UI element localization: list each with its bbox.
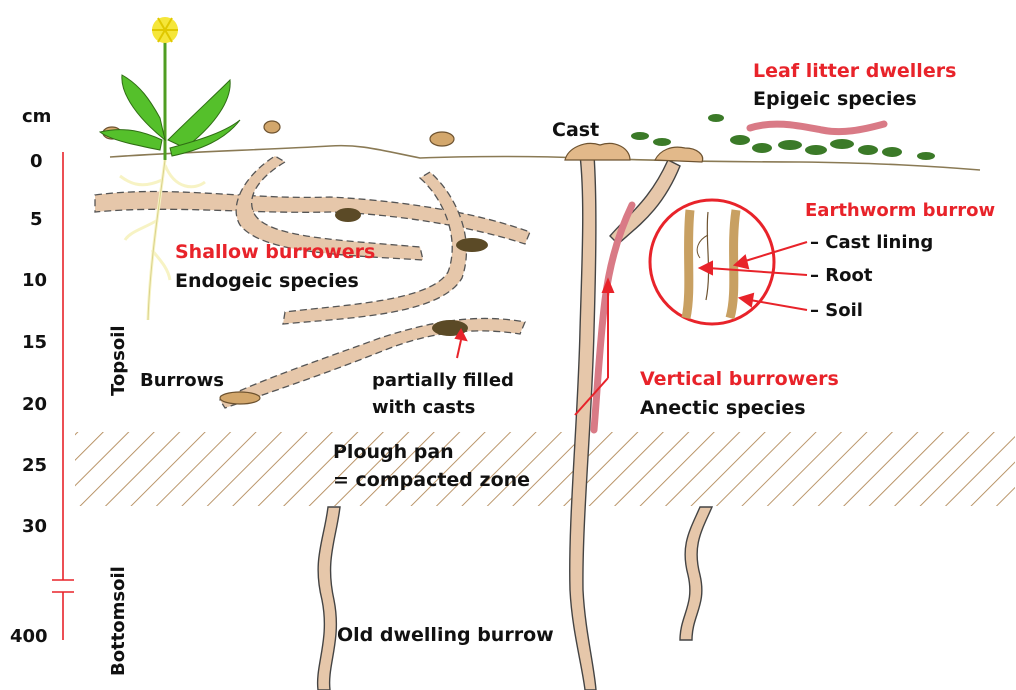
depth-ticks: cm 0 5 10 15 20 25 30 400 xyxy=(10,106,51,647)
partially-filled-label: partially filled xyxy=(372,370,514,391)
tick-label: 30 xyxy=(22,516,47,537)
shallow-subtitle: Endogeic species xyxy=(175,270,359,292)
tick-label: 10 xyxy=(22,270,47,291)
plough-pan-zone xyxy=(75,432,1015,506)
tick-label: 25 xyxy=(22,455,47,476)
epigeic-worm xyxy=(750,124,884,132)
burrows-label: Burrows xyxy=(140,370,224,391)
tick-label: 15 xyxy=(22,332,47,353)
leaf-litter-subtitle: Epigeic species xyxy=(753,88,917,110)
inset-item: – Cast lining xyxy=(810,232,933,253)
ground-surface xyxy=(110,146,980,170)
plough-pan-label: Plough pan xyxy=(333,441,454,463)
tick-label: 5 xyxy=(30,209,43,230)
inset-title: Earthworm burrow xyxy=(805,200,995,221)
plough-pan-label-2: = compacted zone xyxy=(333,469,530,491)
shallow-title: Shallow burrowers xyxy=(175,241,375,263)
vertical-title: Vertical burrowers xyxy=(640,368,839,390)
leaf-litter-title: Leaf litter dwellers xyxy=(753,60,956,82)
inset-item: – Root xyxy=(810,265,873,286)
tick-label: 400 xyxy=(10,626,48,647)
axis-unit: cm xyxy=(22,106,51,127)
topsoil-label: Topsoil xyxy=(108,325,129,396)
bottomsoil-label: Bottomsoil xyxy=(108,566,129,676)
old-burrow-label: Old dwelling burrow xyxy=(337,624,554,646)
tick-label: 0 xyxy=(30,151,43,172)
tick-label: 20 xyxy=(22,394,47,415)
inset-item: – Soil xyxy=(810,300,863,321)
depth-scale xyxy=(52,152,74,640)
cast-label: Cast xyxy=(552,119,599,141)
partially-filled-label-2: with casts xyxy=(372,397,475,418)
vertical-subtitle: Anectic species xyxy=(640,397,806,419)
